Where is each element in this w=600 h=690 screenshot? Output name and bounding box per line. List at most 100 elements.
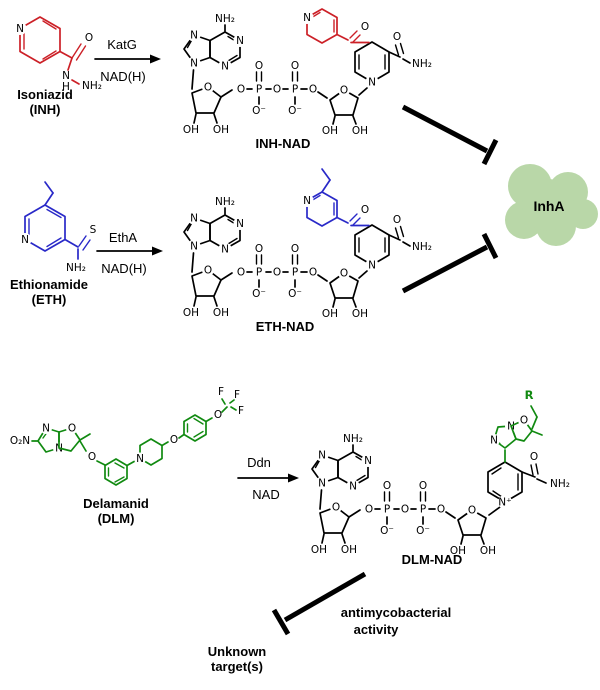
reaction-eth: EthA NAD(H)	[96, 230, 163, 276]
inhibition-tbar-dlm	[271, 571, 367, 636]
carboxamide-group: O NH₂	[521, 451, 570, 490]
bond	[46, 208, 62, 219]
pyridinium-ring: N⁺ O NH₂	[487, 451, 570, 516]
atom-label: N	[303, 12, 311, 24]
atom-label: N	[490, 435, 498, 447]
atom-label: O	[361, 204, 369, 216]
atom-label: O	[170, 434, 178, 446]
atom-label: O	[88, 451, 96, 463]
inha-blob	[522, 179, 574, 231]
atom-label: O	[530, 451, 538, 463]
ethionamide-structure: N S NH₂ Ethionamide (ETH)	[10, 181, 97, 307]
atom-label: F	[218, 386, 224, 398]
delamanid-structure: O₂N N N O O N O O F	[10, 386, 244, 526]
bond	[178, 433, 185, 439]
bond	[71, 79, 80, 85]
activity-label: activity	[354, 622, 400, 637]
inhibition-tbar-inh	[401, 104, 499, 166]
bond	[352, 217, 361, 226]
bond	[349, 30, 358, 39]
isoniazid-structure: N O N H NH₂ Isoniazid (INH)	[13, 16, 102, 117]
atom-label: N	[303, 195, 311, 207]
amine-label: NH₂	[66, 262, 86, 274]
ethylpyridinoyl-moiety: N O	[300, 168, 370, 227]
unknown-target-label: target(s)	[211, 659, 263, 674]
nad-moiety	[310, 432, 497, 558]
bond	[193, 430, 204, 438]
bond	[492, 490, 503, 498]
inha-label: InhA	[533, 198, 564, 214]
pyridine-ring	[24, 204, 66, 252]
ocf3-group: O F F F	[205, 386, 244, 423]
tbar-shaft	[401, 244, 489, 294]
amine-label: NH₂	[82, 80, 102, 92]
drug-name: Ethionamide	[10, 277, 88, 292]
tbar-head	[481, 232, 499, 260]
atom-halo	[488, 434, 500, 446]
reaction-dlm: Ddn NAD	[237, 455, 299, 502]
enzyme-label: KatG	[107, 37, 137, 52]
tbar-head	[271, 608, 291, 636]
drug-abbr: (INH)	[29, 102, 60, 117]
inha-target: InhA	[505, 164, 598, 246]
nad-moiety	[182, 12, 369, 138]
thioamide-group: S NH₂	[64, 224, 97, 274]
atom-halo	[18, 233, 32, 246]
atom-halo	[66, 422, 78, 434]
bond	[321, 179, 331, 193]
cofactor-label: NAD(H)	[101, 261, 147, 276]
inh-nad-adduct: N O INH-NAD	[182, 8, 433, 151]
atom-label: S	[90, 224, 97, 236]
bond	[521, 471, 536, 478]
unknown-target-label: Unknown	[208, 644, 267, 659]
bond	[349, 213, 358, 222]
adduct-label: INH-NAD	[256, 136, 311, 151]
enzyme-label: Ddn	[247, 455, 271, 470]
atom-halo	[498, 495, 512, 509]
reaction-inh: KatG NAD(H)	[94, 37, 161, 84]
atom-label: O	[520, 415, 528, 427]
atom-label: O	[361, 21, 369, 33]
atom-label: N	[62, 70, 70, 82]
bond	[531, 416, 538, 430]
atom-halo	[40, 422, 52, 434]
bond	[114, 462, 125, 469]
nitroimidazooxazole-moiety: N N O R	[488, 388, 543, 463]
bond	[491, 467, 502, 475]
adduct-label: DLM-NAD	[402, 552, 463, 567]
nad-moiety	[182, 195, 369, 321]
atom-label: F	[238, 405, 244, 417]
glycosidic-bond	[488, 506, 501, 516]
bond	[71, 43, 82, 59]
bond	[44, 181, 54, 194]
bond	[67, 57, 73, 71]
bond	[114, 476, 125, 483]
ethyl-group	[44, 181, 54, 206]
bond	[530, 405, 538, 418]
atom-label: F	[234, 389, 240, 401]
dihydronicotinamide-moiety	[354, 30, 433, 96]
atom-label: N	[21, 234, 29, 246]
bond	[46, 237, 62, 248]
atom-halo	[518, 414, 530, 426]
bond	[205, 417, 213, 423]
tbar-shaft	[283, 571, 367, 623]
atom-halo	[134, 452, 146, 465]
adduct-label: ETH-NAD	[256, 319, 315, 334]
bond	[352, 34, 361, 43]
bond	[321, 168, 331, 181]
bond	[79, 440, 87, 452]
dlm-nad-adduct: N⁺ O NH₂ N N O R DLM-	[310, 388, 570, 567]
ethyl-group	[321, 168, 331, 193]
atom-label: O	[68, 423, 76, 435]
atom-label: H	[62, 81, 70, 93]
nitro-label: O₂N	[10, 435, 30, 447]
atom-label: N	[16, 23, 24, 35]
hydrazide-group: O N H NH₂	[59, 32, 102, 93]
bond	[535, 463, 539, 475]
bond	[230, 406, 237, 411]
cofactor-label: NAD	[252, 487, 279, 502]
eth-nad-adduct: N O ETH-NAD	[182, 168, 433, 334]
bond	[42, 50, 57, 60]
